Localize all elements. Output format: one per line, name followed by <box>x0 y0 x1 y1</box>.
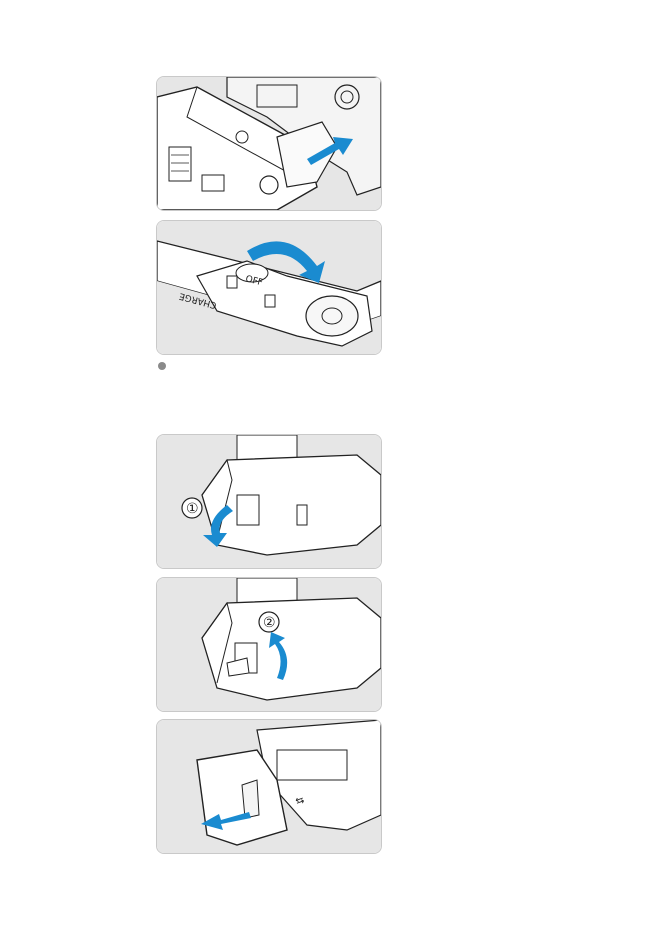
illustration-remove-cover: ⇆ <box>156 719 382 854</box>
illustration-attach-grip <box>156 76 382 211</box>
step-marker-2-text: ② <box>263 615 276 631</box>
illustration-open-cover: ① <box>156 434 382 569</box>
turn-knob-drawing: OFF CHARGE <box>157 221 381 354</box>
bullet-icon <box>158 362 166 370</box>
illustration-close-cover: ② <box>156 577 382 712</box>
attach-grip-drawing <box>157 77 381 210</box>
open-cover-drawing: ① <box>157 435 381 568</box>
step-marker-1-text: ① <box>186 501 199 517</box>
remove-cover-drawing: ⇆ <box>157 720 381 853</box>
illustration-turn-knob: OFF CHARGE <box>156 220 382 355</box>
close-cover-drawing: ② <box>157 578 381 711</box>
